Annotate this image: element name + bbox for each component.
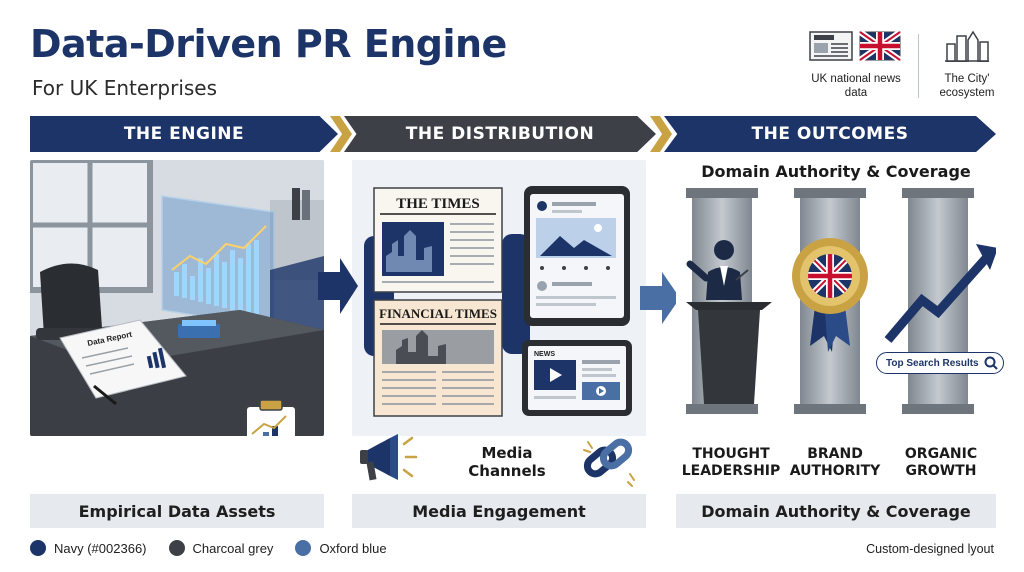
newspaper-flag-icons xyxy=(809,29,902,63)
brand-authority-rosette-icon xyxy=(792,238,868,352)
badge-uk-news: UK national news data xyxy=(800,29,912,100)
paper-title-ft: FINANCIAL TIMES xyxy=(379,306,497,321)
page-title: Data-Driven PR Engine xyxy=(30,22,507,66)
legend-item-charcoal: Charcoal grey xyxy=(168,540,273,556)
color-legend: Navy (#002366) Charcoal grey Oxford blue xyxy=(30,540,409,556)
data-report-document-icon: Data Report xyxy=(59,319,187,399)
pillar-column xyxy=(902,188,974,414)
source-badges: UK national news data The City' ecosyste… xyxy=(800,29,1010,100)
media-illustration: THE TIMES FINANCIAL TIMES xyxy=(352,160,646,436)
banner-distribution: THE DISTRIBUTION xyxy=(344,116,656,152)
hologram-chart-icon xyxy=(161,195,275,329)
paper-title-times: THE TIMES xyxy=(396,196,480,212)
pillar-label-organic-growth: ORGANIC GROWTH xyxy=(904,446,978,479)
search-icon xyxy=(984,356,998,370)
swatch-navy xyxy=(30,540,46,556)
media-channels-label: Media Channels xyxy=(468,444,546,480)
swatch-oxford xyxy=(295,540,312,556)
layout-note: Custom-designed lyout xyxy=(866,542,994,556)
page-subtitle: For UK Enterprises xyxy=(32,76,218,100)
swatch-charcoal xyxy=(168,540,185,556)
outcomes-footer: Domain Authority & Coverage xyxy=(676,494,996,528)
search-label: Top Search Results xyxy=(886,357,979,369)
engine-footer: Empirical Data Assets xyxy=(30,494,324,528)
chain-link-icon xyxy=(583,438,635,487)
badge-divider xyxy=(918,34,919,98)
engine-panel: Data Report xyxy=(30,160,324,436)
legend-item-navy: Navy (#002366) xyxy=(30,540,147,556)
tablet-news-video: NEWS xyxy=(522,340,632,416)
distribution-panel: THE TIMES FINANCIAL TIMES xyxy=(352,160,646,436)
play-icon xyxy=(550,368,562,382)
newspaper-the-times: THE TIMES xyxy=(373,187,503,293)
badge-city-label: The City' ecosystem xyxy=(939,73,995,99)
clipboard-shield-icon xyxy=(245,399,297,436)
outcomes-heading: Domain Authority & Coverage xyxy=(701,162,971,181)
arrow-right-icon xyxy=(318,258,358,314)
growth-arrow-icon xyxy=(884,244,996,343)
newspaper-financial-times: FINANCIAL TIMES xyxy=(373,299,503,417)
pillar-label-thought-leadership: THOUGHT LEADERSHIP xyxy=(681,446,781,479)
tablet-news-label: NEWS xyxy=(534,351,555,358)
legend-item-oxford: Oxford blue xyxy=(295,540,387,556)
pillar-label-brand-authority: BRAND AUTHORITY xyxy=(789,446,881,479)
search-results-pill: Top Search Results xyxy=(876,352,1004,374)
newspaper-icon xyxy=(809,31,853,61)
banner-engine: THE ENGINE xyxy=(30,116,338,152)
pillars-illustration xyxy=(686,188,996,414)
pen-icon xyxy=(93,384,117,406)
badge-uk-news-label: UK national news data xyxy=(811,73,901,99)
arrow-right-icon xyxy=(640,272,680,324)
outcomes-panel xyxy=(676,160,996,436)
tablet-social-feed xyxy=(524,186,630,326)
badge-city: The City' ecosystem xyxy=(924,30,1010,100)
union-jack-flag-icon xyxy=(858,29,902,63)
city-skyline-icon xyxy=(945,30,989,63)
distribution-footer: Media Engagement xyxy=(352,494,646,528)
megaphone-icon xyxy=(360,434,418,481)
speaker-podium-icon xyxy=(686,240,772,404)
office-illustration: Data Report xyxy=(30,160,324,436)
banner-outcomes: THE OUTCOMES xyxy=(664,116,996,152)
